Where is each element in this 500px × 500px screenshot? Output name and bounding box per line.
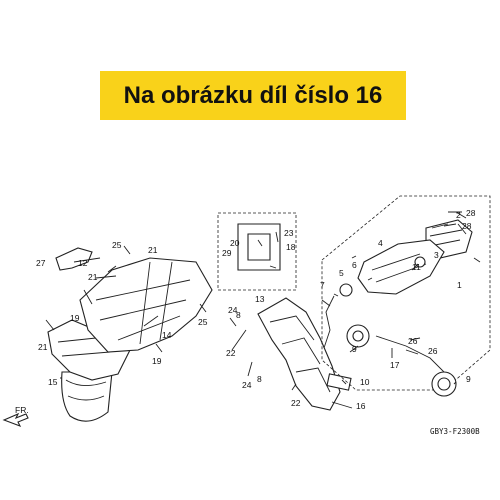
label-29: 29 [222, 248, 232, 258]
part-number-banner: Na obrázku díl číslo 16 [100, 71, 406, 120]
label-8-b: 8 [257, 374, 262, 384]
label-26-a: 26 [408, 336, 418, 346]
label-19-a: 19 [70, 313, 80, 323]
label-28-a: 28 [466, 208, 476, 218]
label-3: 3 [434, 250, 439, 260]
label-22-b: 22 [291, 398, 301, 408]
label-25-a: 25 [112, 240, 122, 250]
banner-text: Na obrázku díl číslo 16 [123, 81, 383, 109]
label-21-b: 21 [88, 272, 98, 282]
label-9-b: 9 [466, 374, 471, 384]
label-1: 1 [457, 280, 462, 290]
label-18: 18 [286, 242, 296, 252]
label-25-b: 25 [198, 317, 208, 327]
label-16-b: 16 [356, 401, 366, 411]
rear-frame [79, 257, 213, 353]
label-20: 20 [230, 238, 240, 248]
label-11: 11 [412, 262, 421, 272]
label-24-a: 24 [228, 305, 238, 315]
label-21-c: 21 [38, 342, 48, 352]
label-22-a: 22 [226, 348, 236, 358]
label-10: 10 [360, 377, 370, 387]
label-26-b: 26 [428, 346, 438, 356]
label-15: 15 [48, 377, 58, 387]
label-13: 13 [255, 294, 265, 304]
rear-cowl [257, 297, 341, 411]
label-12: 12 [78, 258, 88, 268]
direction-arrow-icon [2, 412, 29, 428]
label-24-b: 24 [242, 380, 252, 390]
label-8-a: 8 [236, 310, 241, 320]
label-5: 5 [339, 268, 344, 278]
label-19-b: 19 [152, 356, 162, 366]
label-7: 7 [320, 280, 325, 290]
diagram-code: GBY3-F2300B [430, 427, 480, 436]
label-28-b: 28 [462, 221, 472, 231]
label-14: 14 [162, 330, 172, 340]
label-17: 17 [390, 360, 400, 370]
label-4: 4 [378, 238, 383, 248]
label-9-a: 9 [352, 344, 357, 354]
label-21-a: 21 [148, 245, 158, 255]
label-6: 6 [352, 260, 357, 270]
label-27: 27 [36, 258, 46, 268]
label-2: 2 [456, 210, 461, 220]
bulb-5 [339, 283, 353, 297]
label-23: 23 [284, 228, 294, 238]
bracket-12 [55, 247, 93, 271]
direction-label: FR. [15, 405, 29, 415]
tail-light-housing [357, 239, 445, 295]
